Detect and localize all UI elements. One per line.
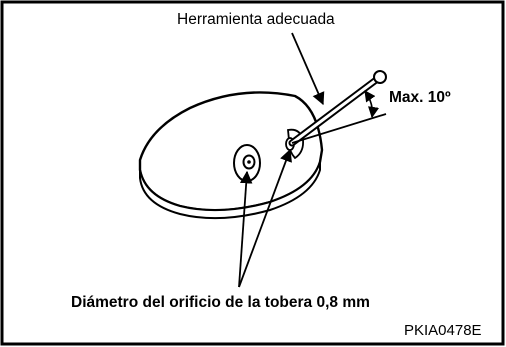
tool-pin: [288, 70, 387, 147]
figure-code: PKIA0478E: [404, 322, 482, 339]
nozzle-leader-right: [238, 148, 292, 288]
tool-label: Herramienta adecuada: [177, 11, 335, 28]
nozzle-leader-left: [238, 170, 253, 288]
tool-leader-line: [291, 32, 325, 106]
angle-reference-line: [291, 113, 387, 144]
angle-arc: [364, 90, 380, 119]
angle-label: Max. 10º: [389, 89, 451, 106]
nozzle-diameter-label: Diámetro del orificio de la tobera 0,8 m…: [71, 294, 370, 311]
washer-nozzle-body: [138, 91, 324, 220]
